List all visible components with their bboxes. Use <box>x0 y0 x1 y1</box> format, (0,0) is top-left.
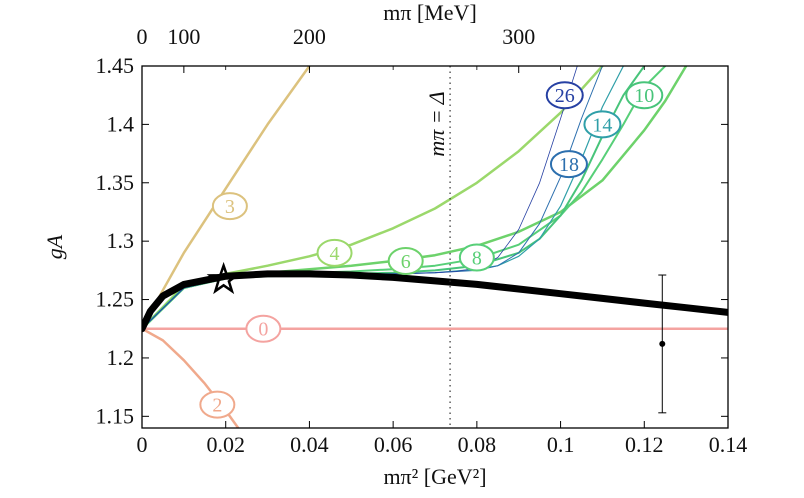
delta-line-group: mπ = Δ <box>424 66 451 428</box>
y-tick-label: 1.35 <box>96 170 135 195</box>
y-tick-label: 1.3 <box>107 228 135 253</box>
top-tick-label: 0 <box>137 24 148 49</box>
x-tick-label: 0.12 <box>625 432 664 457</box>
y-tick-label: 1.4 <box>107 111 135 136</box>
axis-ticks: 0 0.02 0.04 0.06 0.08 0.1 0.12 0.14 1.15 1.2 1.25 1… <box>96 24 748 457</box>
top-tick-label: 300 <box>502 24 535 49</box>
curve-label-bubble-26 <box>545 81 584 110</box>
curve-label-3: 3 <box>225 196 235 218</box>
curve-label-4: 4 <box>330 243 340 265</box>
curve-labels: 0 2 3 4 6 8 10 14 18 26 <box>199 81 664 419</box>
curve-label-0: 0 <box>258 319 268 341</box>
curve-label-bubble-4 <box>316 238 353 267</box>
x-tick-label: 0 <box>137 432 148 457</box>
physical-point-star <box>206 261 241 295</box>
curve-label-8: 8 <box>472 248 482 270</box>
y-tick-label: 1.25 <box>96 287 135 312</box>
plot-border <box>141 65 729 429</box>
x-tick-label: 0.02 <box>206 432 245 457</box>
data-point <box>659 340 666 347</box>
x-tick-label: 0.06 <box>374 432 413 457</box>
curve-label-2: 2 <box>212 395 222 417</box>
x-axis-label: mπ² [GeV²] <box>383 464 486 489</box>
y-tick-label: 1.15 <box>96 403 135 428</box>
curve-label-bubble-10 <box>625 81 664 110</box>
curves <box>142 66 728 428</box>
x-tick-label: 0.14 <box>709 432 748 457</box>
y-axis-label: gA <box>42 234 67 259</box>
axis-labels: mπ² [GeV²] mπ [MeV] gA <box>42 0 487 489</box>
series-line-2 <box>142 327 240 428</box>
curve-label-bubble-0 <box>245 314 282 343</box>
curve-label-bubble-2 <box>199 390 236 419</box>
curve-label-bubble-14 <box>583 110 622 139</box>
y-tick-label: 1.2 <box>107 345 135 370</box>
x-tick-label: 0.1 <box>547 432 575 457</box>
x-tick-label: 0.08 <box>458 432 497 457</box>
top-tick-label: 200 <box>293 24 326 49</box>
curve-label-bubble-3 <box>211 192 248 221</box>
curve-label-bubble-18 <box>549 150 588 179</box>
x-tick-label: 0.04 <box>290 432 329 457</box>
curve-label-10: 10 <box>634 85 654 107</box>
top-tick-label: 100 <box>167 24 200 49</box>
curve-label-6: 6 <box>401 251 411 273</box>
data-points <box>206 261 667 414</box>
curve-label-bubble-8 <box>458 243 495 272</box>
curve-label-bubble-6 <box>387 247 424 276</box>
curve-label-14: 14 <box>592 114 612 136</box>
curve-label-26: 26 <box>555 85 575 107</box>
top-axis-label: mπ [MeV] <box>383 0 477 25</box>
delta-line-label: mπ = Δ <box>424 91 449 156</box>
series-line-black-curve <box>142 270 728 333</box>
plot-frame <box>141 65 729 429</box>
curve-label-18: 18 <box>559 154 579 176</box>
y-tick-label: 1.45 <box>96 53 135 78</box>
